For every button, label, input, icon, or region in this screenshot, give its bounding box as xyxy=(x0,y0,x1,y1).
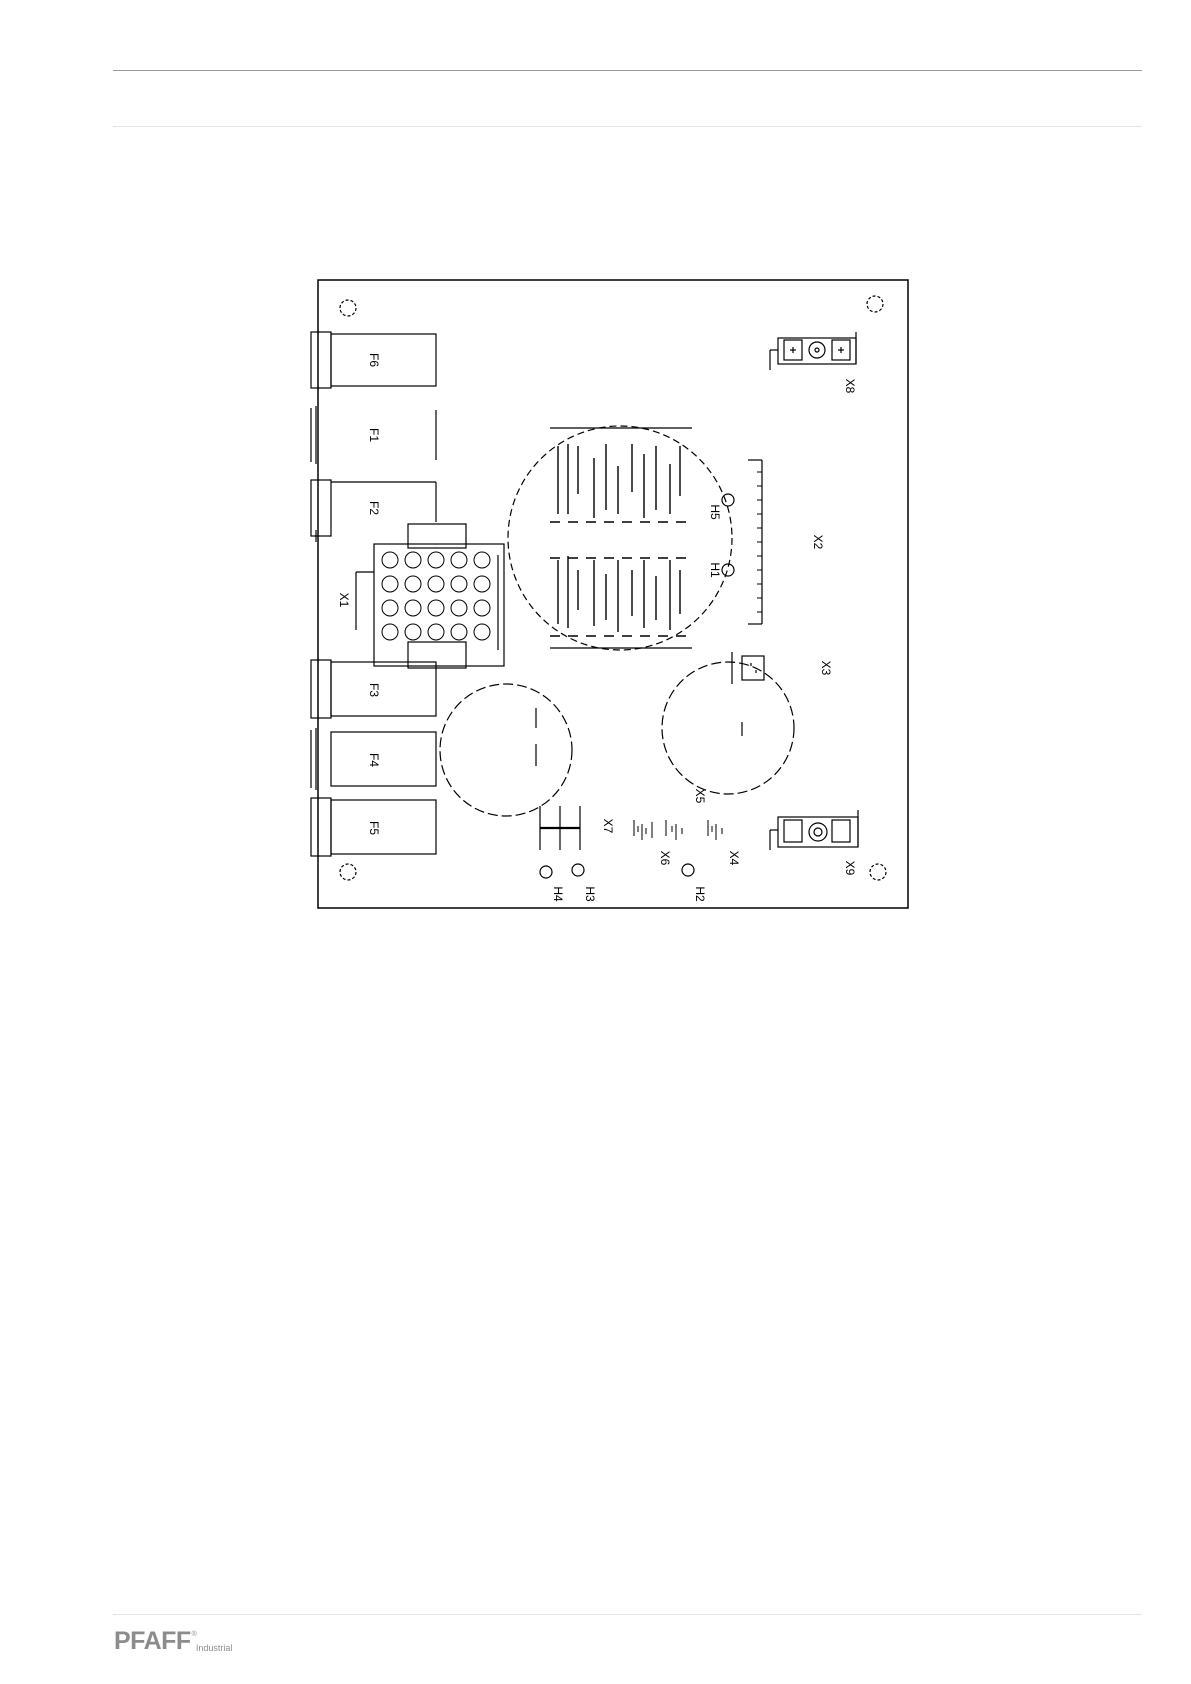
connector-x9 xyxy=(770,810,858,850)
footer-rule xyxy=(113,1614,1142,1615)
label-f1: F1 xyxy=(367,428,381,442)
led-h3 xyxy=(572,864,584,876)
led-h5 xyxy=(722,494,734,506)
label-f2: F2 xyxy=(367,501,381,515)
capacitor-right xyxy=(662,662,794,794)
label-h1: H1 xyxy=(708,562,722,578)
led-h2 xyxy=(682,864,694,876)
connector-x6 xyxy=(634,820,652,840)
connector-x3 xyxy=(732,652,764,684)
label-x3: X3 xyxy=(819,661,833,676)
connector-x5 xyxy=(666,820,682,840)
board-outline xyxy=(318,280,908,908)
connector-x8 xyxy=(770,332,856,370)
label-h3: H3 xyxy=(583,886,597,902)
brand-subtitle: Industrial xyxy=(196,1643,233,1654)
label-f6: F6 xyxy=(367,353,381,367)
label-x4: X4 xyxy=(727,851,741,866)
label-x2: X2 xyxy=(811,535,825,550)
registered-mark: ® xyxy=(192,1631,197,1638)
label-x6: X6 xyxy=(658,851,672,866)
footer-brand-logo: PFAFF ® Industrial xyxy=(114,1629,232,1654)
header-subrule xyxy=(113,126,1142,127)
label-f4: F4 xyxy=(367,753,381,767)
label-x8: X8 xyxy=(843,379,857,394)
label-f3: F3 xyxy=(367,683,381,697)
mounting-hole xyxy=(340,300,356,316)
circuit-board-svg: F6 F1 F2 X1 F3 F4 F5 H5 H1 X2 X3 X8 X5 X… xyxy=(300,270,920,920)
connector-x1 xyxy=(356,524,504,668)
led-h4 xyxy=(540,866,552,878)
label-h2: H2 xyxy=(693,886,707,902)
header-rule xyxy=(113,70,1142,71)
mounting-hole xyxy=(870,864,886,880)
mounting-hole xyxy=(867,296,883,312)
label-h5: H5 xyxy=(708,504,722,520)
brand-name: PFAFF xyxy=(114,1629,191,1654)
label-x9: X9 xyxy=(843,861,857,876)
label-x5: X5 xyxy=(693,789,707,804)
label-x1: X1 xyxy=(337,593,351,608)
capacitor-left xyxy=(440,684,572,816)
connector-x4 xyxy=(708,820,722,840)
mounting-hole xyxy=(340,864,356,880)
connector-x7 xyxy=(540,806,580,850)
label-h4: H4 xyxy=(551,886,565,902)
label-f5: F5 xyxy=(367,821,381,835)
circuit-board-diagram: F6 F1 F2 X1 F3 F4 F5 H5 H1 X2 X3 X8 X5 X… xyxy=(300,270,920,920)
connector-x2 xyxy=(748,460,762,624)
transformer xyxy=(508,426,732,650)
label-x7: X7 xyxy=(601,819,615,834)
